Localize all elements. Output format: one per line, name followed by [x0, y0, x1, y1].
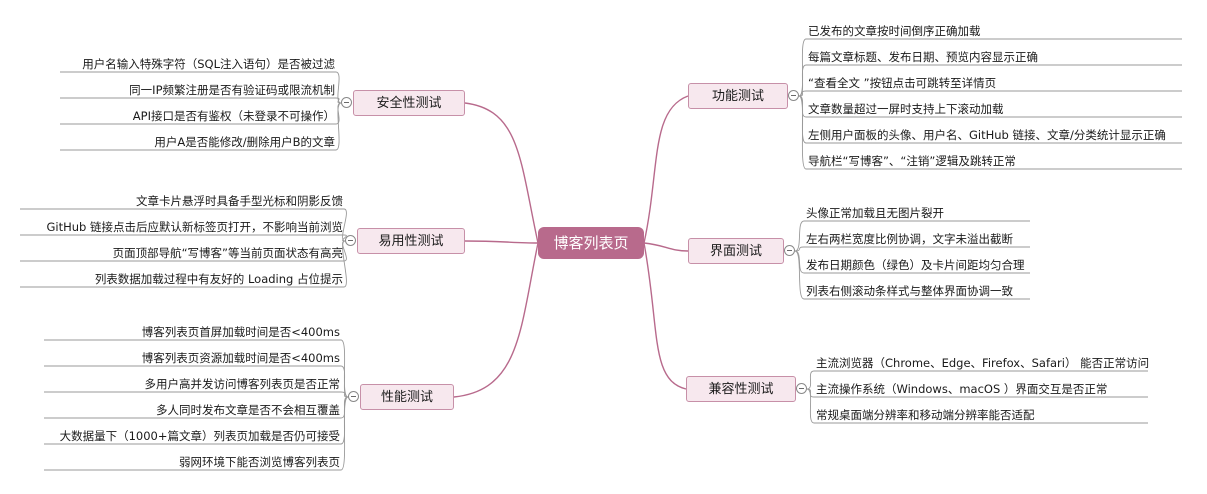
leaf-functional-2: 每篇文章标题、发布日期、预览内容显示正确: [808, 50, 1038, 64]
leaf-compat-2: 主流操作系统（Windows、macOS ）界面交互是否正常: [816, 382, 1108, 396]
collapse-toggle-performance[interactable]: [348, 391, 359, 402]
leaf-ui-3: 发布日期颜色（绿色）及卡片间距均匀合理: [806, 258, 1025, 272]
link-ui-4: [794, 250, 1030, 300]
topic-performance-testing[interactable]: 性能测试: [360, 384, 454, 410]
leaf-functional-1: 已发布的文章按时间倒序正确加载: [808, 24, 981, 38]
link-root-functional: [643, 95, 689, 244]
leaf-functional-5: 左侧用户面板的头像、用户名、GitHub 链接、文章/分类统计显示正确: [808, 128, 1166, 142]
leaf-security-1: 用户名输入特殊字符（SQL注入语句）是否被过滤: [82, 57, 335, 71]
root-node[interactable]: 博客列表页: [538, 227, 644, 259]
leaf-usability-3: 页面顶部导航“写博客”等当前页面状态有高亮: [112, 246, 343, 260]
leaf-usability-2: GitHub 链接点击后应默认新标签页打开，不影响当前浏览: [46, 220, 343, 234]
topic-compatibility-testing[interactable]: 兼容性测试: [686, 376, 796, 402]
link-functional-3: [798, 90, 1182, 97]
leaf-functional-6: 导航栏“写博客”、“注销”逻辑及跳转正常: [808, 154, 1016, 168]
link-performance-6: [44, 396, 349, 471]
link-usability-4: [20, 240, 347, 288]
leaf-performance-4: 多人同时发布文章是否不会相互覆盖: [156, 403, 340, 417]
topic-functional-testing[interactable]: 功能测试: [688, 83, 788, 109]
leaf-performance-6: 弱网环境下能否浏览博客列表页: [179, 455, 340, 469]
link-root-compatibility: [643, 242, 687, 390]
link-performance-2: [44, 365, 349, 398]
link-compatibility-3: [806, 388, 1148, 424]
leaf-functional-3: “查看全文 ”按钮点击可跳转至详情页: [808, 76, 997, 90]
topic-usability-testing[interactable]: 易用性测试: [357, 228, 465, 254]
link-compatibility-1: [806, 370, 1148, 390]
link-security-4: [60, 102, 342, 151]
link-performance-1: [44, 339, 349, 398]
link-root-usability: [464, 240, 539, 244]
leaf-ui-1: 头像正常加载且无图片裂开: [806, 206, 944, 220]
leaf-security-2: 同一IP频繁注册是否有验证码或限流机制: [129, 83, 335, 97]
collapse-toggle-usability[interactable]: [345, 235, 356, 246]
link-security-2: [60, 97, 342, 104]
leaf-performance-2: 博客列表页资源加载时间是否<400ms: [141, 351, 340, 365]
leaf-usability-4: 列表数据加载过程中有友好的 Loading 占位提示: [94, 272, 343, 286]
link-performance-3: [44, 391, 349, 398]
link-security-1: [60, 71, 342, 104]
leaf-performance-5: 大数据量下（1000+篇文章）列表页加载是否仍可接受: [59, 429, 340, 443]
leaf-performance-3: 多用户高并发访问博客列表页是否正常: [144, 377, 341, 391]
leaf-security-3: API接口是否有鉴权（未登录不可操作）: [132, 109, 335, 123]
leaf-functional-4: 文章数量超过一屏时支持上下滚动加载: [808, 102, 1004, 116]
leaf-performance-1: 博客列表页首屏加载时间是否<400ms: [141, 325, 340, 339]
leaf-usability-1: 文章卡片悬浮时具备手型光标和阴影反馈: [136, 194, 343, 208]
topic-ui-testing[interactable]: 界面测试: [688, 238, 784, 264]
leaf-compat-3: 常规桌面端分辨率和移动端分辨率能否适配: [816, 408, 1035, 422]
link-functional-6: [798, 95, 1182, 170]
link-functional-2: [798, 64, 1182, 97]
link-root-ui: [643, 242, 689, 252]
link-usability-1: [20, 208, 347, 242]
collapse-toggle-compatibility[interactable]: [796, 383, 807, 394]
link-functional-1: [798, 38, 1182, 97]
collapse-toggle-functional[interactable]: [788, 90, 799, 101]
collapse-toggle-security[interactable]: [341, 97, 352, 108]
topic-security-testing[interactable]: 安全性测试: [353, 90, 465, 116]
leaf-ui-4: 列表右侧滚动条样式与整体界面协调一致: [806, 284, 1013, 298]
link-ui-2: [794, 246, 1030, 252]
collapse-toggle-ui[interactable]: [784, 245, 795, 256]
link-ui-1: [794, 220, 1030, 252]
leaf-compat-1: 主流浏览器（Chrome、Edge、Firefox、Safari） 能否正常访问: [816, 356, 1150, 370]
leaf-security-4: 用户A是否能修改/删除用户B的文章: [154, 135, 335, 149]
leaf-ui-2: 左右两栏宽度比例协调，文字未溢出截断: [806, 232, 1013, 246]
link-root-performance: [453, 242, 539, 398]
link-root-security: [464, 102, 539, 244]
link-usability-2: [20, 234, 347, 242]
